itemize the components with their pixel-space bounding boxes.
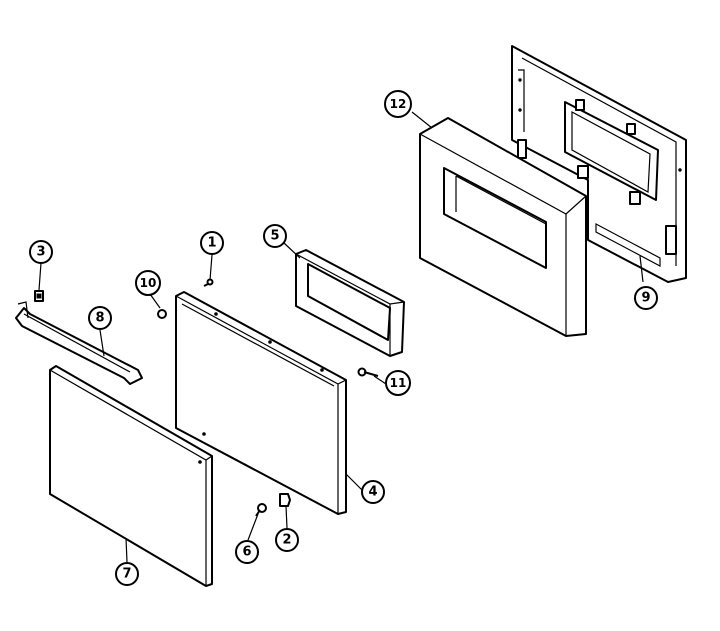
door-inner-liner-part-9 [511,45,687,283]
svg-text:8: 8 [95,311,104,326]
svg-text:10: 10 [140,276,157,290]
door-frame-part-12 [419,117,587,337]
liner-clip [626,123,636,135]
handle-clip-part-3 [34,290,44,302]
leader-lines [38,111,644,563]
window-frame-part-5 [295,249,405,357]
screw-part-1 [203,278,214,287]
screw-part-6 [255,503,267,517]
door-handle-part-8 [15,301,143,385]
nut-part-10 [157,309,167,319]
svg-text:2: 2 [282,533,291,548]
svg-text:5: 5 [270,229,279,244]
callout-3: 3 [29,240,53,264]
spacer-part-2 [279,493,291,507]
callout-1: 1 [200,231,224,255]
callout-10: 10 [135,270,161,296]
callout-9: 9 [634,286,658,310]
svg-text:12: 12 [390,97,407,111]
svg-text:3: 3 [36,245,45,260]
callout-8: 8 [88,306,112,330]
callout-11: 11 [385,370,411,396]
svg-text:11: 11 [390,376,407,390]
callout-4: 4 [361,480,385,504]
svg-text:1: 1 [207,236,216,251]
screw-part-11 [357,367,379,377]
glass-panel-part-7 [49,365,213,587]
callout-2: 2 [275,528,299,552]
svg-text:4: 4 [368,485,377,500]
outer-door-panel-part-4 [175,291,347,515]
callout-6: 6 [235,540,259,564]
callout-5: 5 [263,224,287,248]
svg-text:6: 6 [242,545,251,560]
svg-text:7: 7 [122,567,131,582]
callout-12: 12 [384,90,412,118]
liner-clip [575,99,585,111]
svg-text:9: 9 [641,291,650,306]
callout-7: 7 [115,562,139,586]
